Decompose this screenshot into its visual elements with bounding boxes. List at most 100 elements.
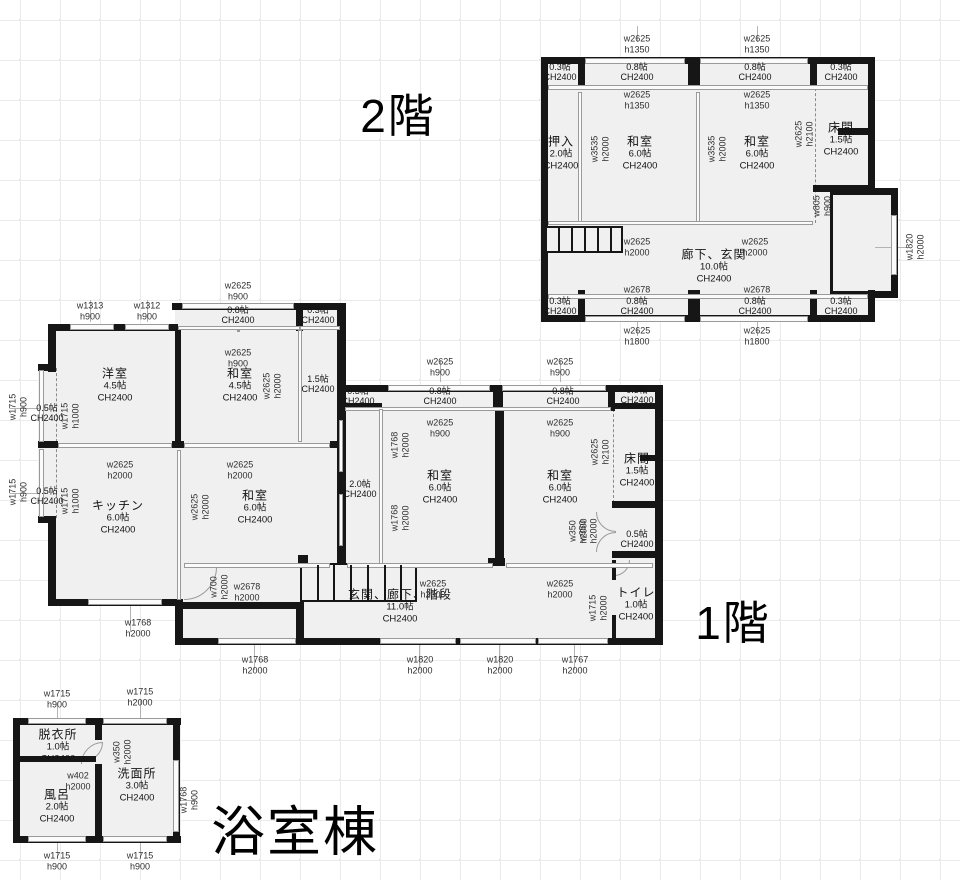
dimension-height: h2000 [127, 697, 153, 707]
dimension-width: w1312 [133, 300, 161, 311]
cell-ceiling-height: CH2400 [620, 395, 654, 405]
window-or-sliding-door [218, 638, 296, 644]
dimension-height: h2000 [107, 470, 133, 480]
dimension-width: w2625 [546, 356, 574, 367]
stair-riser [350, 565, 352, 600]
leader-line [419, 644, 420, 670]
wall [830, 188, 898, 195]
window-or-sliding-door [39, 449, 44, 517]
dimension-width: w350 [577, 520, 588, 542]
dimension-width: w1820 [406, 654, 434, 665]
window-or-sliding-door [300, 326, 340, 330]
window-or-sliding-door [345, 407, 611, 411]
room-ceiling-height: CH2400 [222, 392, 258, 404]
cell-size: 0.3帖 [549, 62, 571, 73]
room-size: 1.0帖 [46, 741, 70, 753]
dimension-width: w2625 [426, 356, 454, 367]
dimension-width: w1715 [59, 402, 70, 430]
staircase [300, 563, 417, 602]
dimension-width: w1768 [389, 504, 400, 532]
cell-ceiling-height: CH2400 [824, 72, 858, 82]
room-size: 6.0帖 [548, 482, 572, 494]
dimension-height: h900 [46, 861, 68, 871]
dimension-width: w2625 [419, 578, 447, 589]
dimension-height: h2000 [227, 470, 253, 480]
room-name: 押入 [547, 134, 575, 149]
cell-size: 0.3帖 [549, 296, 571, 307]
room-ceiling-height: CH2400 [422, 494, 458, 506]
dimension-height: h900 [429, 367, 451, 377]
dimension-width: w2625 [741, 236, 769, 247]
room-name: 和室 [626, 134, 654, 149]
room-name: 廊下、玄関 [681, 247, 747, 262]
dimension-height: h2000 [487, 665, 513, 675]
wall [810, 290, 817, 322]
cell-ceiling-height: CH2400 [546, 396, 580, 406]
room-name: 和室 [426, 468, 454, 483]
dimension-height: h2000 [407, 665, 433, 675]
room-size: 4.5帖 [228, 380, 252, 392]
window-or-sliding-door [182, 303, 294, 309]
dimension-height: h900 [189, 789, 199, 811]
wall [340, 403, 382, 409]
dimension-width: w1768 [241, 654, 269, 665]
dimension-width: w2625 [226, 459, 254, 470]
leader-line [499, 644, 500, 670]
dimension-width: w1715 [43, 688, 71, 699]
wall [172, 441, 184, 448]
dimension-width: w2625 [589, 438, 600, 466]
dimension-width: w2625 [224, 347, 252, 358]
room-name: 和室 [241, 488, 269, 503]
cell-ceiling-height: CH2400 [738, 306, 772, 316]
dimension-height: h1800 [744, 336, 770, 346]
dimension-height: h2000 [717, 136, 727, 162]
stair-riser [571, 228, 573, 251]
dimension-width: w2678 [233, 581, 261, 592]
wall [612, 501, 659, 508]
dimension-height: h900 [227, 291, 249, 301]
window-or-sliding-door [548, 85, 868, 90]
dimension-height: h2000 [742, 247, 768, 257]
dimension-height: h2000 [400, 432, 410, 458]
window-or-sliding-door [460, 638, 536, 644]
dimension-height: h2000 [125, 628, 151, 638]
stair-riser [333, 565, 335, 600]
cell-ceiling-height: CH2400 [824, 306, 858, 316]
window-or-sliding-door [39, 370, 44, 442]
window-or-sliding-door [548, 294, 868, 299]
wall [175, 602, 304, 609]
window-or-sliding-door [538, 638, 608, 644]
dimension-width: w2625 [623, 236, 651, 247]
cell-size: 0.5帖 [36, 403, 58, 414]
window-or-sliding-door [891, 215, 897, 275]
dimension-width: w3535 [706, 135, 717, 163]
room-ceiling-height: CH2400 [622, 160, 658, 172]
